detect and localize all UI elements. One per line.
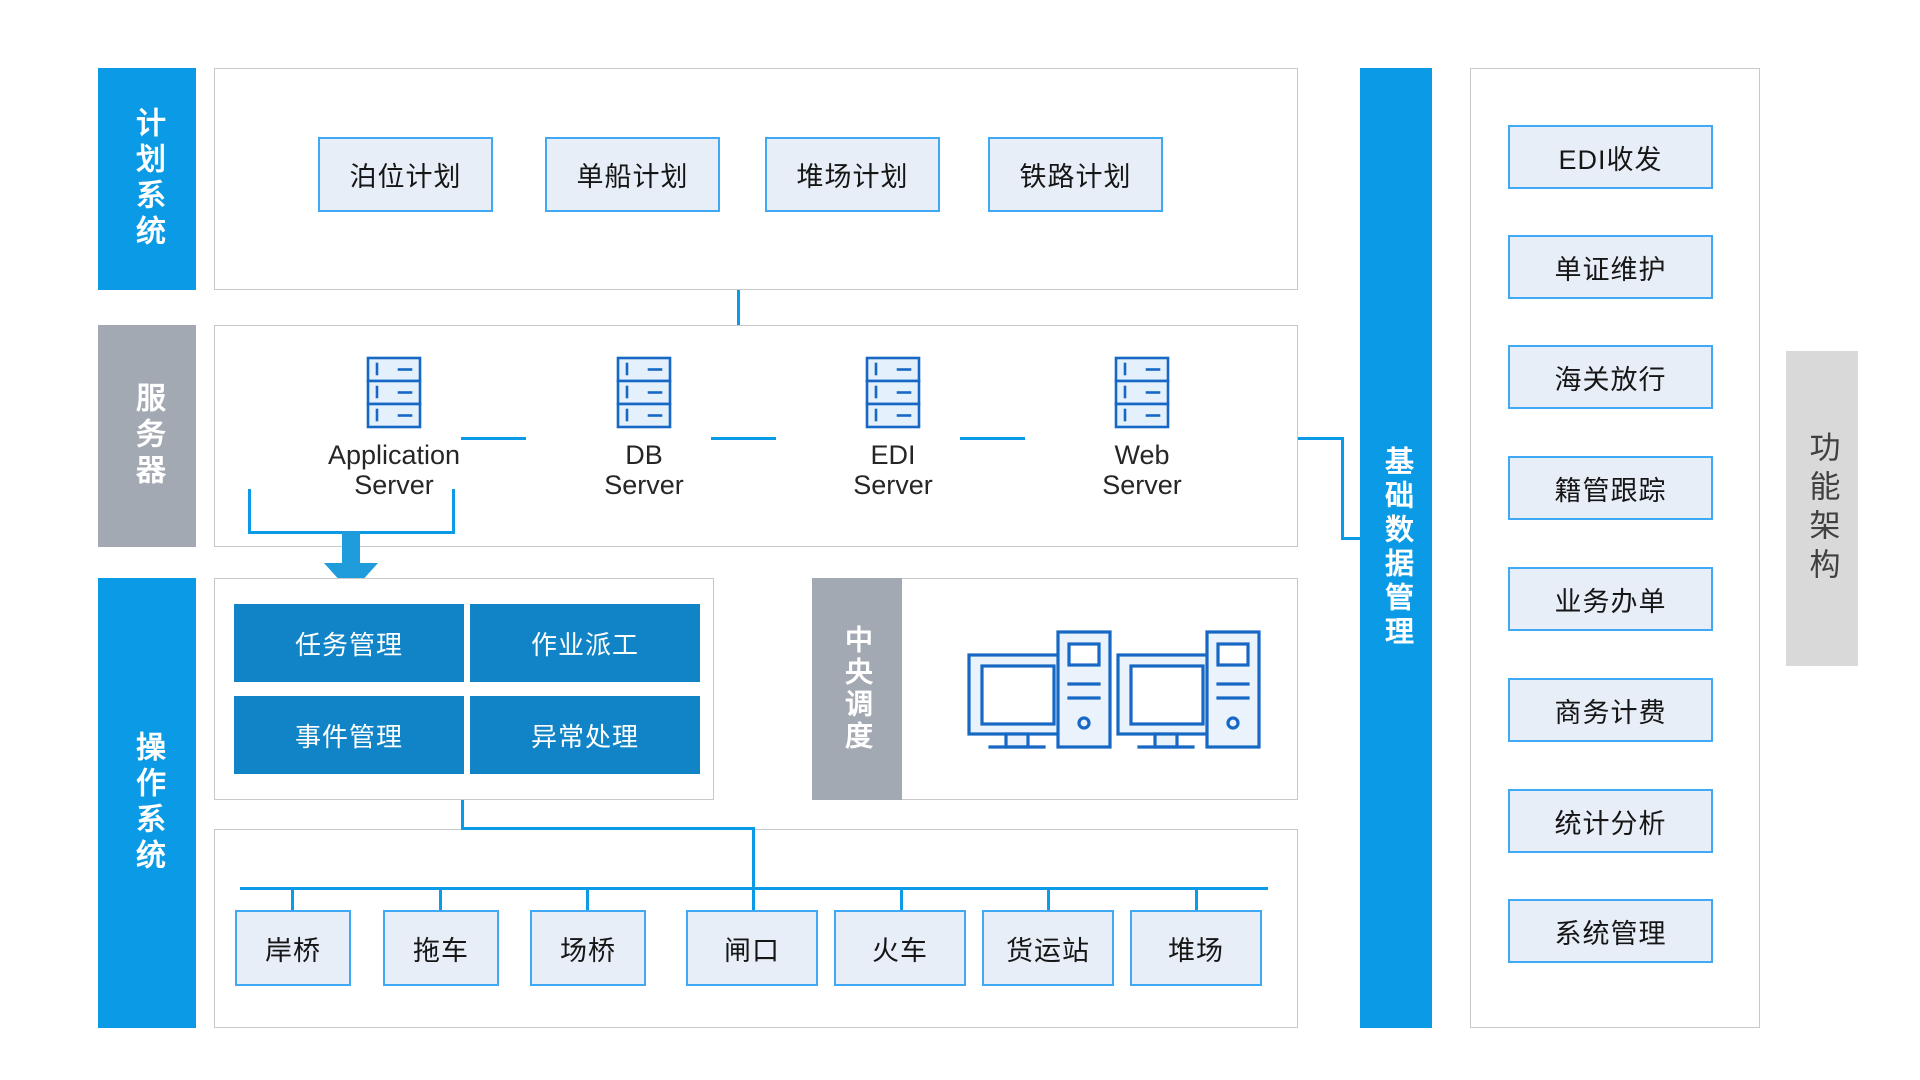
equipment-feed-drop: [752, 827, 755, 890]
server-application[interactable]: Application Server: [327, 356, 461, 501]
connector-server-to-basedata-top: [1298, 437, 1344, 440]
vbar-base-data-management: 基础数据管理: [1360, 68, 1432, 1028]
operation-tile-event-management-label: 事件管理: [294, 721, 403, 752]
server-link-app-db: [461, 437, 526, 440]
equipment-item-gate[interactable]: 闸口: [686, 910, 818, 986]
equipment-item-train-label: 火车: [872, 935, 928, 966]
server-rack-icon: [366, 356, 422, 429]
arrow-bracket-right: [452, 489, 455, 534]
vbar-server-label: 服务器: [131, 382, 164, 490]
planning-item-berth-label: 泊位计划: [349, 162, 462, 192]
arrow-bracket-left: [248, 489, 251, 534]
server-link-edi-web: [960, 437, 1025, 440]
equipment-item-yard-crane[interactable]: 场桥: [530, 910, 646, 986]
equipment-item-yard-crane-label: 场桥: [560, 935, 616, 966]
equipment-item-yard[interactable]: 堆场: [1130, 910, 1262, 986]
vbar-planning-system-label: 计划系统: [131, 107, 164, 251]
operation-tile-task-management-label: 任务管理: [294, 629, 403, 660]
equipment-item-quay-crane-label: 岸桥: [265, 935, 321, 966]
function-item-document-maintenance[interactable]: 单证维护: [1508, 235, 1713, 299]
function-modules-panel: [1470, 68, 1760, 1028]
equipment-feed-horizontal: [461, 827, 754, 830]
equipment-item-trailer-label: 拖车: [413, 935, 469, 966]
operation-tile-job-dispatch[interactable]: 作业派工: [470, 604, 700, 682]
vbar-server: 服务器: [98, 325, 196, 547]
vbar-function-framework-label: 功能架构: [1804, 430, 1840, 587]
vbar-planning-system: 计划系统: [98, 68, 196, 290]
function-item-customs-release-label: 海关放行: [1554, 364, 1667, 395]
planning-item-vessel-label: 单船计划: [576, 162, 689, 192]
equipment-item-trailer[interactable]: 拖车: [383, 910, 499, 986]
function-item-registry-tracking-label: 籍管跟踪: [1554, 475, 1667, 506]
function-item-registry-tracking[interactable]: 籍管跟踪: [1508, 456, 1713, 520]
vbar-operation-system-label: 操作系统: [131, 731, 164, 875]
server-rack-icon: [616, 356, 672, 429]
server-edi-label: EDI Server: [853, 440, 933, 501]
operation-tile-exception-handling-label: 异常处理: [530, 721, 639, 752]
equipment-item-freight-station-label: 货运站: [1006, 935, 1090, 966]
equipment-feed-vertical: [461, 800, 464, 830]
connector-planning-to-server: [737, 290, 740, 326]
desktop-computer-icon[interactable]: [1115, 620, 1270, 750]
planning-item-vessel[interactable]: 单船计划: [545, 137, 720, 212]
equipment-item-quay-crane[interactable]: 岸桥: [235, 910, 351, 986]
function-item-business-order[interactable]: 业务办单: [1508, 567, 1713, 631]
server-edi[interactable]: EDI Server: [828, 356, 958, 500]
down-arrow-icon: [324, 531, 378, 593]
connector-server-to-basedata-bottom: [1341, 537, 1365, 540]
planning-item-yard[interactable]: 堆场计划: [765, 137, 940, 212]
function-item-commercial-billing[interactable]: 商务计费: [1508, 678, 1713, 742]
vbar-operation-system: 操作系统: [98, 578, 196, 1028]
planning-item-yard-label: 堆场计划: [796, 162, 909, 192]
function-item-document-maintenance-label: 单证维护: [1554, 254, 1667, 285]
operation-tile-exception-handling[interactable]: 异常处理: [470, 696, 700, 774]
function-item-commercial-billing-label: 商务计费: [1554, 697, 1667, 728]
equipment-item-gate-label: 闸口: [724, 935, 780, 966]
vbar-central-dispatch: 中央调度: [812, 578, 902, 800]
server-rack-icon: [865, 356, 921, 429]
vbar-function-framework: 功能架构: [1786, 351, 1858, 666]
server-db-label: DB Server: [604, 440, 684, 501]
function-item-statistics-analysis-label: 统计分析: [1554, 808, 1667, 839]
desktop-computer-icon[interactable]: [966, 620, 1121, 750]
equipment-item-freight-station[interactable]: 货运站: [982, 910, 1114, 986]
server-web-label: Web Server: [1102, 440, 1182, 501]
server-application-label: Application Server: [327, 440, 461, 501]
function-item-edi-label: EDI收发: [1558, 144, 1663, 175]
vbar-base-data-management-label: 基础数据管理: [1380, 446, 1413, 650]
server-db[interactable]: DB Server: [579, 356, 709, 500]
function-item-edi[interactable]: EDI收发: [1508, 125, 1713, 189]
server-link-db-edi: [711, 437, 776, 440]
planning-item-rail-label: 铁路计划: [1019, 162, 1132, 192]
vbar-central-dispatch-label: 中央调度: [842, 625, 873, 753]
equipment-item-yard-label: 堆场: [1168, 935, 1224, 966]
connector-server-to-basedata-vertical: [1341, 437, 1344, 539]
server-web[interactable]: Web Server: [1077, 356, 1207, 500]
function-item-system-management-label: 系统管理: [1554, 918, 1667, 949]
function-item-business-order-label: 业务办单: [1554, 586, 1667, 617]
planning-item-berth[interactable]: 泊位计划: [318, 137, 493, 212]
function-item-customs-release[interactable]: 海关放行: [1508, 345, 1713, 409]
planning-item-rail[interactable]: 铁路计划: [988, 137, 1163, 212]
server-rack-icon: [1114, 356, 1170, 429]
function-item-statistics-analysis[interactable]: 统计分析: [1508, 789, 1713, 853]
operation-tile-task-management[interactable]: 任务管理: [234, 604, 464, 682]
function-item-system-management[interactable]: 系统管理: [1508, 899, 1713, 963]
equipment-item-train[interactable]: 火车: [834, 910, 966, 986]
operation-tile-event-management[interactable]: 事件管理: [234, 696, 464, 774]
operation-tile-job-dispatch-label: 作业派工: [530, 629, 639, 660]
